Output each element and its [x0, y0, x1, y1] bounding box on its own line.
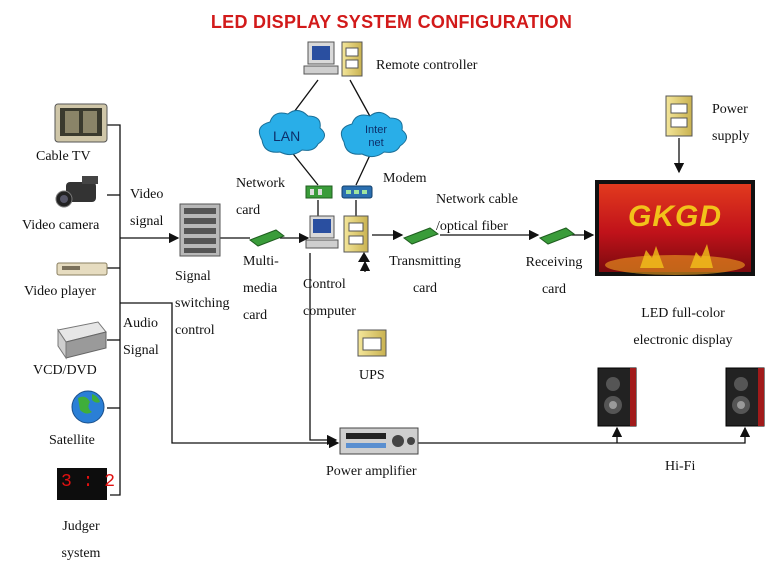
label-power-amplifier: Power amplifier	[326, 464, 417, 479]
cloud-icon	[340, 112, 407, 158]
speaker-icon	[725, 367, 765, 427]
circuit-card-icon	[538, 227, 576, 245]
arrow-head	[358, 252, 370, 262]
scoreboard-score: 3 : 2	[61, 472, 116, 492]
cabinet-icon	[665, 95, 693, 137]
circuit-card-icon	[402, 227, 440, 245]
switcher-icon	[179, 203, 221, 257]
label-video-camera: Video camera	[22, 218, 100, 233]
label-remote-controller: Remote controller	[376, 58, 478, 73]
satellite-globe-icon	[71, 390, 105, 424]
display-brand: GKGD	[628, 200, 722, 233]
speaker-icon	[597, 367, 637, 427]
lan-label: LAN	[273, 128, 301, 144]
label-hifi: Hi-Fi	[665, 459, 696, 474]
label-cable-tv: Cable TV	[36, 149, 91, 164]
label-vcd-dvd: VCD/DVD	[33, 363, 97, 378]
label-network-cable: Network cable/optical fiber	[436, 192, 519, 234]
circuit-card-icon	[248, 229, 286, 247]
computer-to-amplifier-line	[309, 253, 338, 446]
audio-signal-line	[120, 302, 340, 449]
pc-icon	[305, 215, 339, 249]
label-ups: UPS	[359, 368, 385, 383]
modem-icon	[341, 185, 373, 199]
pc-icon	[303, 41, 339, 75]
cabinet-icon	[341, 41, 363, 77]
label-satellite: Satellite	[49, 433, 95, 448]
connection-lines	[107, 79, 751, 496]
video-camera-icon	[55, 176, 98, 208]
ups-icon	[357, 329, 387, 357]
tv-icon	[54, 103, 108, 143]
cloud-icon	[258, 110, 325, 156]
scoreboard-icon	[57, 468, 107, 500]
video-player-icon	[56, 262, 108, 276]
circuit-card-icon	[305, 185, 333, 199]
led-display-icon	[595, 180, 755, 276]
cabinet-icon	[343, 215, 369, 253]
label-modem: Modem	[383, 171, 427, 186]
dvd-player-icon	[57, 321, 107, 360]
amplifier-icon	[339, 427, 419, 455]
diagram-title: LED DISPLAY SYSTEM CONFIGURATION	[210, 12, 573, 32]
amplifier-to-speakers-line	[418, 426, 751, 444]
label-video-player: Video player	[24, 284, 96, 299]
source-bus-line	[107, 124, 121, 496]
